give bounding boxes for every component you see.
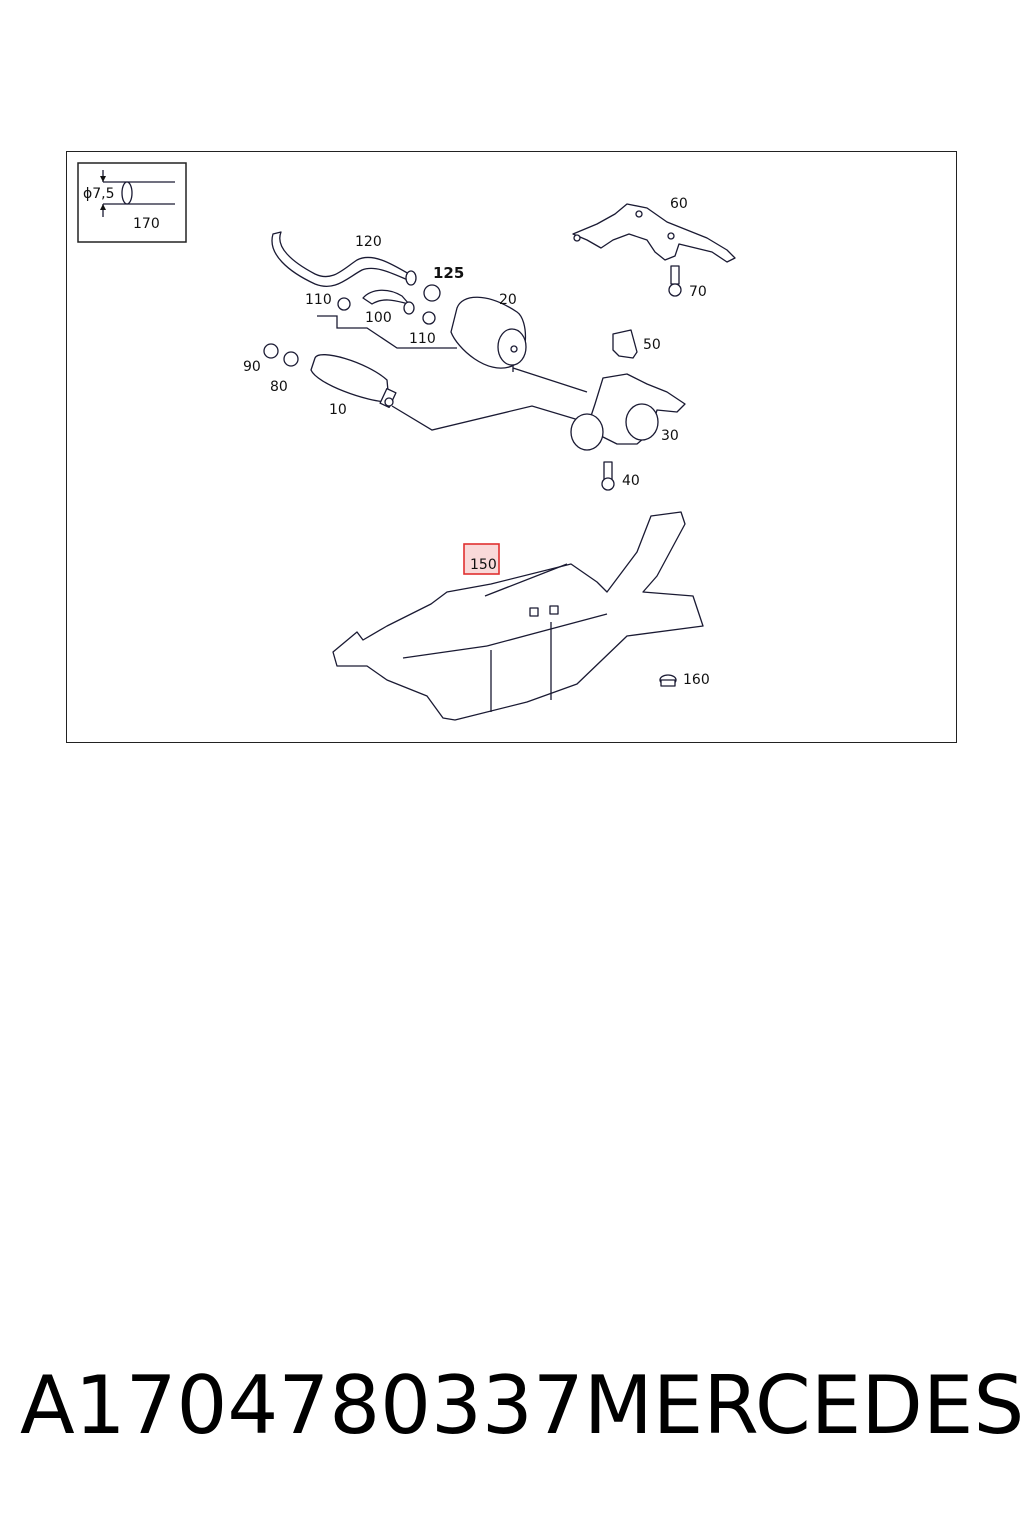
callout-80: 80	[270, 379, 288, 395]
callout-10: 10	[329, 402, 347, 418]
hose-100[interactable]	[362, 289, 410, 305]
callout-70: 70	[689, 284, 707, 300]
callout-150[interactable]: 150	[470, 557, 497, 573]
callout-120: 120	[355, 234, 382, 250]
diagram-frame: ϕ7,5 170	[66, 151, 957, 743]
callout-100: 100	[365, 310, 392, 326]
shield-150[interactable]	[332, 511, 704, 721]
clamp-125[interactable]	[423, 284, 441, 302]
parts-diagram: ϕ7,5 170	[77, 162, 736, 721]
diameter-label: ϕ7,5	[83, 186, 115, 202]
brand-name: MERCEDES	[583, 1359, 1024, 1452]
hose-dimension-inset: ϕ7,5 170	[77, 162, 187, 243]
bracket-60[interactable]	[572, 203, 736, 263]
callout-90: 90	[243, 359, 261, 375]
caption: A1704780337 MERCEDES	[20, 1359, 1024, 1452]
callout-110-left: 110	[305, 292, 332, 308]
nut-90[interactable]	[263, 343, 279, 359]
length-label: 170	[133, 216, 160, 232]
bolt-70[interactable]	[668, 265, 682, 297]
highlight-box-150	[463, 543, 500, 575]
part-number: A1704780337	[20, 1359, 584, 1452]
fuel-filter-20[interactable]	[450, 296, 527, 372]
callout-60: 60	[670, 196, 688, 212]
hose-120[interactable]	[271, 231, 414, 287]
holder-30[interactable]	[570, 373, 686, 451]
callout-20: 20	[499, 292, 517, 308]
washer-80[interactable]	[283, 351, 299, 367]
callout-30: 30	[661, 428, 679, 444]
callout-40: 40	[622, 473, 640, 489]
callout-125: 125	[433, 264, 464, 282]
callout-50: 50	[643, 337, 661, 353]
clip-50[interactable]	[612, 329, 638, 359]
callout-110-right: 110	[409, 331, 436, 347]
bolt-40[interactable]	[601, 461, 615, 491]
clamp-110-left[interactable]	[337, 297, 351, 311]
fuel-pump-10[interactable]	[310, 354, 397, 409]
nut-160[interactable]	[659, 674, 677, 687]
clamp-110-right[interactable]	[422, 311, 436, 325]
callout-160: 160	[683, 672, 710, 688]
